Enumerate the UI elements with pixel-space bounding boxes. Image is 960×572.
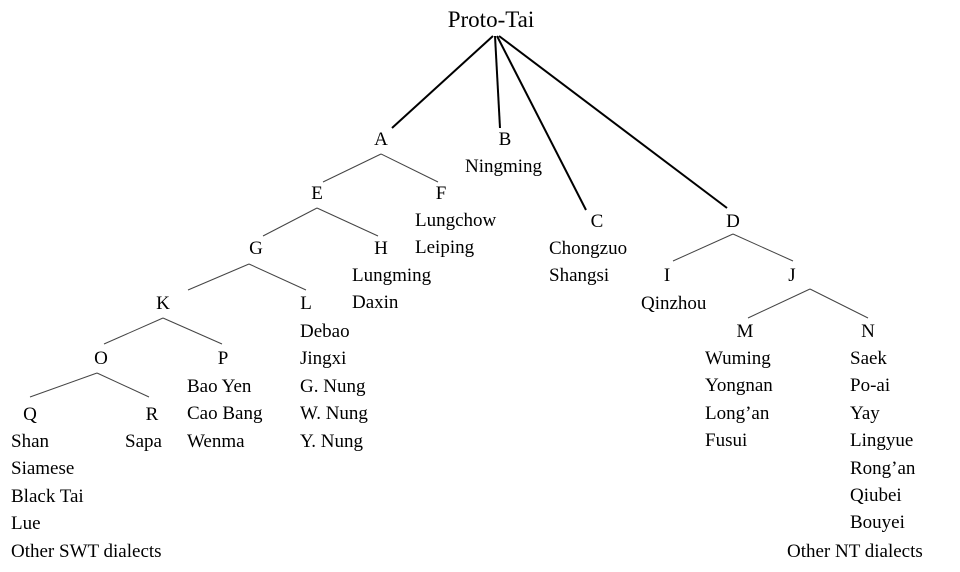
language-label: Black Tai [11,485,84,507]
language-label: Qiubei [850,485,902,507]
language-label: Rong’an [850,457,916,479]
language-label: Bao Yen [187,376,252,397]
language-label: Bouyei [850,512,905,534]
language-label: Saek [850,348,887,369]
language-label: Wenma [187,430,245,452]
leaf-list-r: Sapa [125,428,162,455]
language-label: Ningming [465,156,543,177]
leaf-list-f: Lungchow Leiping [415,207,496,262]
language-label: Fusui [705,430,748,452]
node-n: N [861,321,875,342]
leaf-list-n: Saek Po-ai Yay Lingyue Rong’an Qiubei Bo… [850,345,915,537]
node-p: P [217,348,229,369]
node-e: E [311,183,323,204]
language-label: Po-ai [850,375,891,397]
language-label: Siamese [11,458,75,480]
branch-d-j [732,233,794,262]
language-label: Daxin [352,292,399,314]
leaf-list-m: Wuming Yongnan Long’an Fusui [705,345,773,455]
leaf-list-p: Bao Yen Cao Bang Wenma [187,373,262,455]
language-label: Other SWT dialects [11,540,162,562]
language-label: Lungchow [415,210,497,231]
branch-root-b [494,35,501,129]
leaf-list-b: Ningming [465,153,542,180]
language-label: Cao Bang [187,403,263,425]
language-label: Lue [11,513,41,535]
language-label: Leiping [415,237,475,259]
node-d: D [726,211,740,232]
node-h: H [374,238,388,259]
leaf-list-q: Shan Siamese Black Tai Lue Other SWT dia… [11,428,162,565]
node-l: L [300,293,312,314]
branch-o-r [96,372,150,398]
leaf-list-i: Qinzhou [641,290,706,317]
branch-e-g [262,207,318,237]
branch-k-p [162,317,223,345]
node-a: A [374,129,388,150]
node-r: R [145,404,159,425]
branch-g-l [248,263,307,291]
branch-d-i [672,233,734,262]
leaf-label-other-nt: Other NT dialects [787,541,923,562]
language-label: Shangsi [549,265,610,287]
language-label: Yay [850,402,880,424]
language-label: Lingyue [850,430,914,452]
branch-k-o [103,317,164,345]
branch-root-c [496,35,587,211]
node-g: G [249,238,263,259]
branch-root-a [391,35,494,129]
leaf-list-h: Lungming Daxin [352,262,431,317]
language-label: Debao [300,321,350,342]
node-m: M [736,321,754,342]
node-o: O [94,348,108,369]
language-label: Sapa [125,431,162,452]
language-label: Long’an [705,402,770,424]
branch-a-e [322,153,382,183]
leaf-list-c: Chongzuo Shangsi [549,235,627,290]
language-label: Wuming [705,348,771,369]
language-label: Jingxi [300,348,347,370]
root-node-label: Proto-Tai [447,7,535,32]
node-k: K [156,293,170,314]
node-b: B [498,129,512,150]
leaf-list-l: Debao Jingxi G. Nung W. Nung Y. Nung [300,318,368,455]
branch-a-f [380,153,439,183]
language-label: Yongnan [705,375,773,397]
language-label: W. Nung [300,403,368,425]
node-f: F [435,183,447,204]
branch-g-k [187,263,250,291]
branch-e-h [316,207,379,237]
language-label: Shan [11,431,49,452]
node-j: J [788,265,796,286]
language-label: Y. Nung [300,430,363,452]
branch-root-d [498,35,728,209]
node-i: I [663,265,671,286]
language-label: Lungming [352,265,432,286]
branch-o-q [29,372,98,398]
language-label: Qinzhou [641,293,707,314]
branch-j-m [747,288,811,319]
node-c: C [590,211,604,232]
language-label: Chongzuo [549,238,628,259]
branch-j-n [809,288,869,319]
node-q: Q [23,404,37,425]
language-label: G. Nung [300,375,366,397]
